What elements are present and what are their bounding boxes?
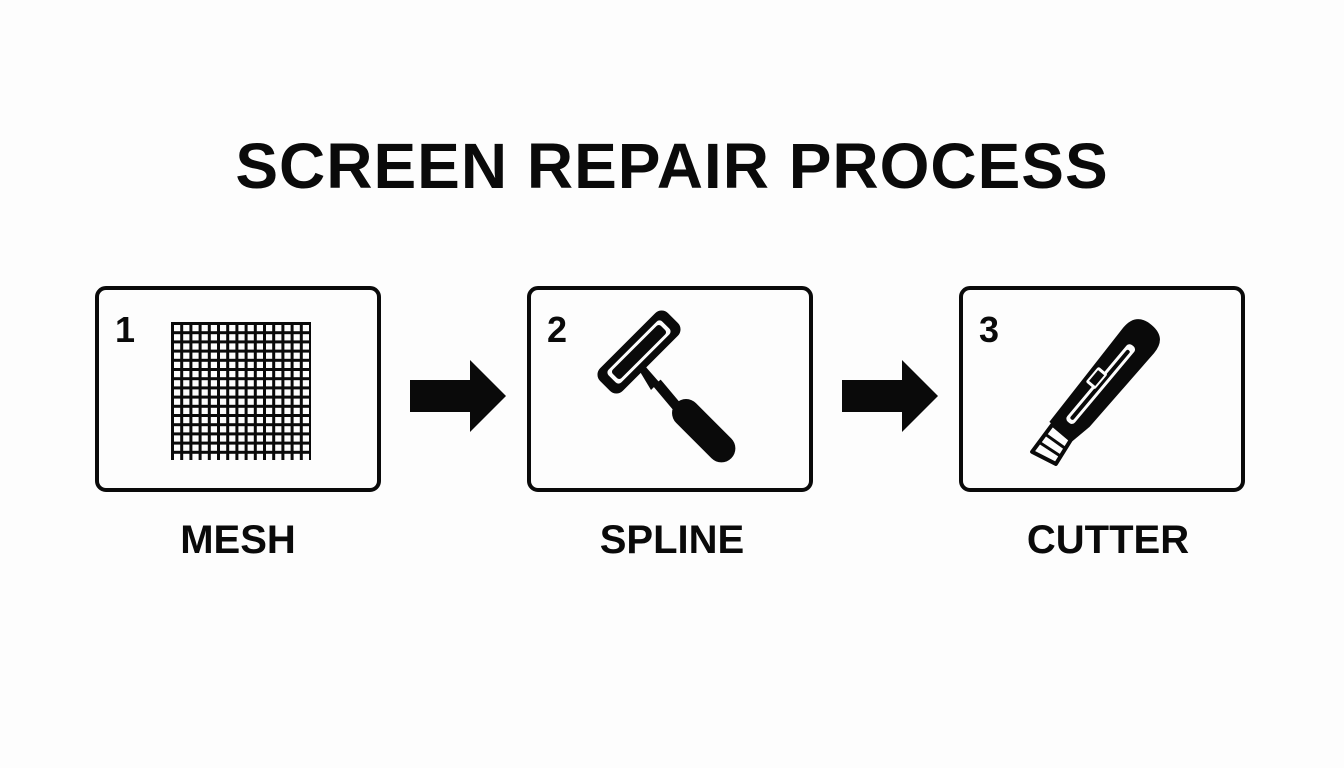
arrow-right-icon	[410, 360, 506, 432]
step-label-cutter: CUTTER	[1026, 518, 1190, 562]
diagram-title: SCREEN REPAIR PROCESS	[235, 130, 1109, 202]
mesh-grid-icon	[171, 322, 311, 460]
step-label-mesh: MESH	[180, 518, 296, 562]
spline-roller-icon	[597, 310, 736, 463]
step-label-spline: SPLINE	[599, 518, 745, 562]
step-box-cutter: 3	[959, 286, 1245, 492]
step-box-mesh: 1	[95, 286, 381, 492]
arrow-right-icon	[842, 360, 938, 432]
step-number: 3	[979, 309, 1000, 350]
step-number: 2	[547, 309, 568, 350]
step-number: 1	[115, 309, 136, 350]
utility-knife-icon	[1030, 319, 1160, 466]
step-box-spline: 2	[527, 286, 813, 492]
